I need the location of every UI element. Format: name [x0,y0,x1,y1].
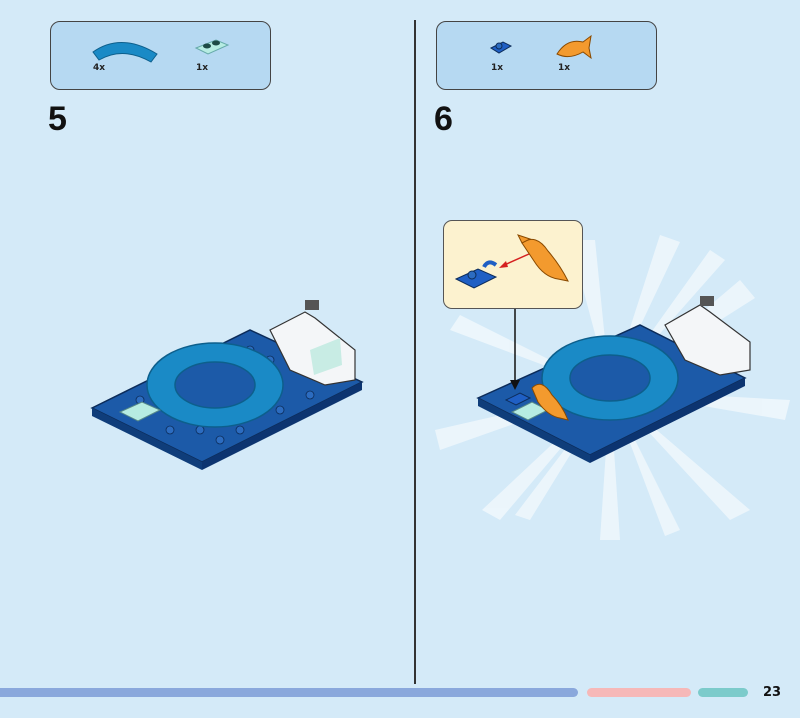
progress-bar-blue [0,688,578,697]
plate-icon [194,39,230,55]
curved-tile-icon [92,42,158,63]
fish-icon [556,34,592,60]
page-number: 23 [763,685,782,700]
callout-illustration [454,234,569,289]
part-qty: 1x [491,63,504,73]
step-5-model-illustration [90,300,364,470]
progress-bar-pink [587,688,691,697]
progress-bar-teal [698,688,748,697]
step-6-model-illustration [435,235,790,540]
parts-list-step-6: 1x 1x [436,21,657,90]
step-divider [414,20,416,684]
step-number: 5 [48,100,67,138]
part-qty: 1x [558,63,571,73]
part-qty: 1x [196,63,209,73]
step-number: 6 [434,100,453,138]
clip-plate-icon [489,41,513,54]
parts-list-step-5: 4x 1x [50,21,271,90]
part-qty: 4x [93,63,106,73]
sub-assembly-callout [443,220,583,309]
